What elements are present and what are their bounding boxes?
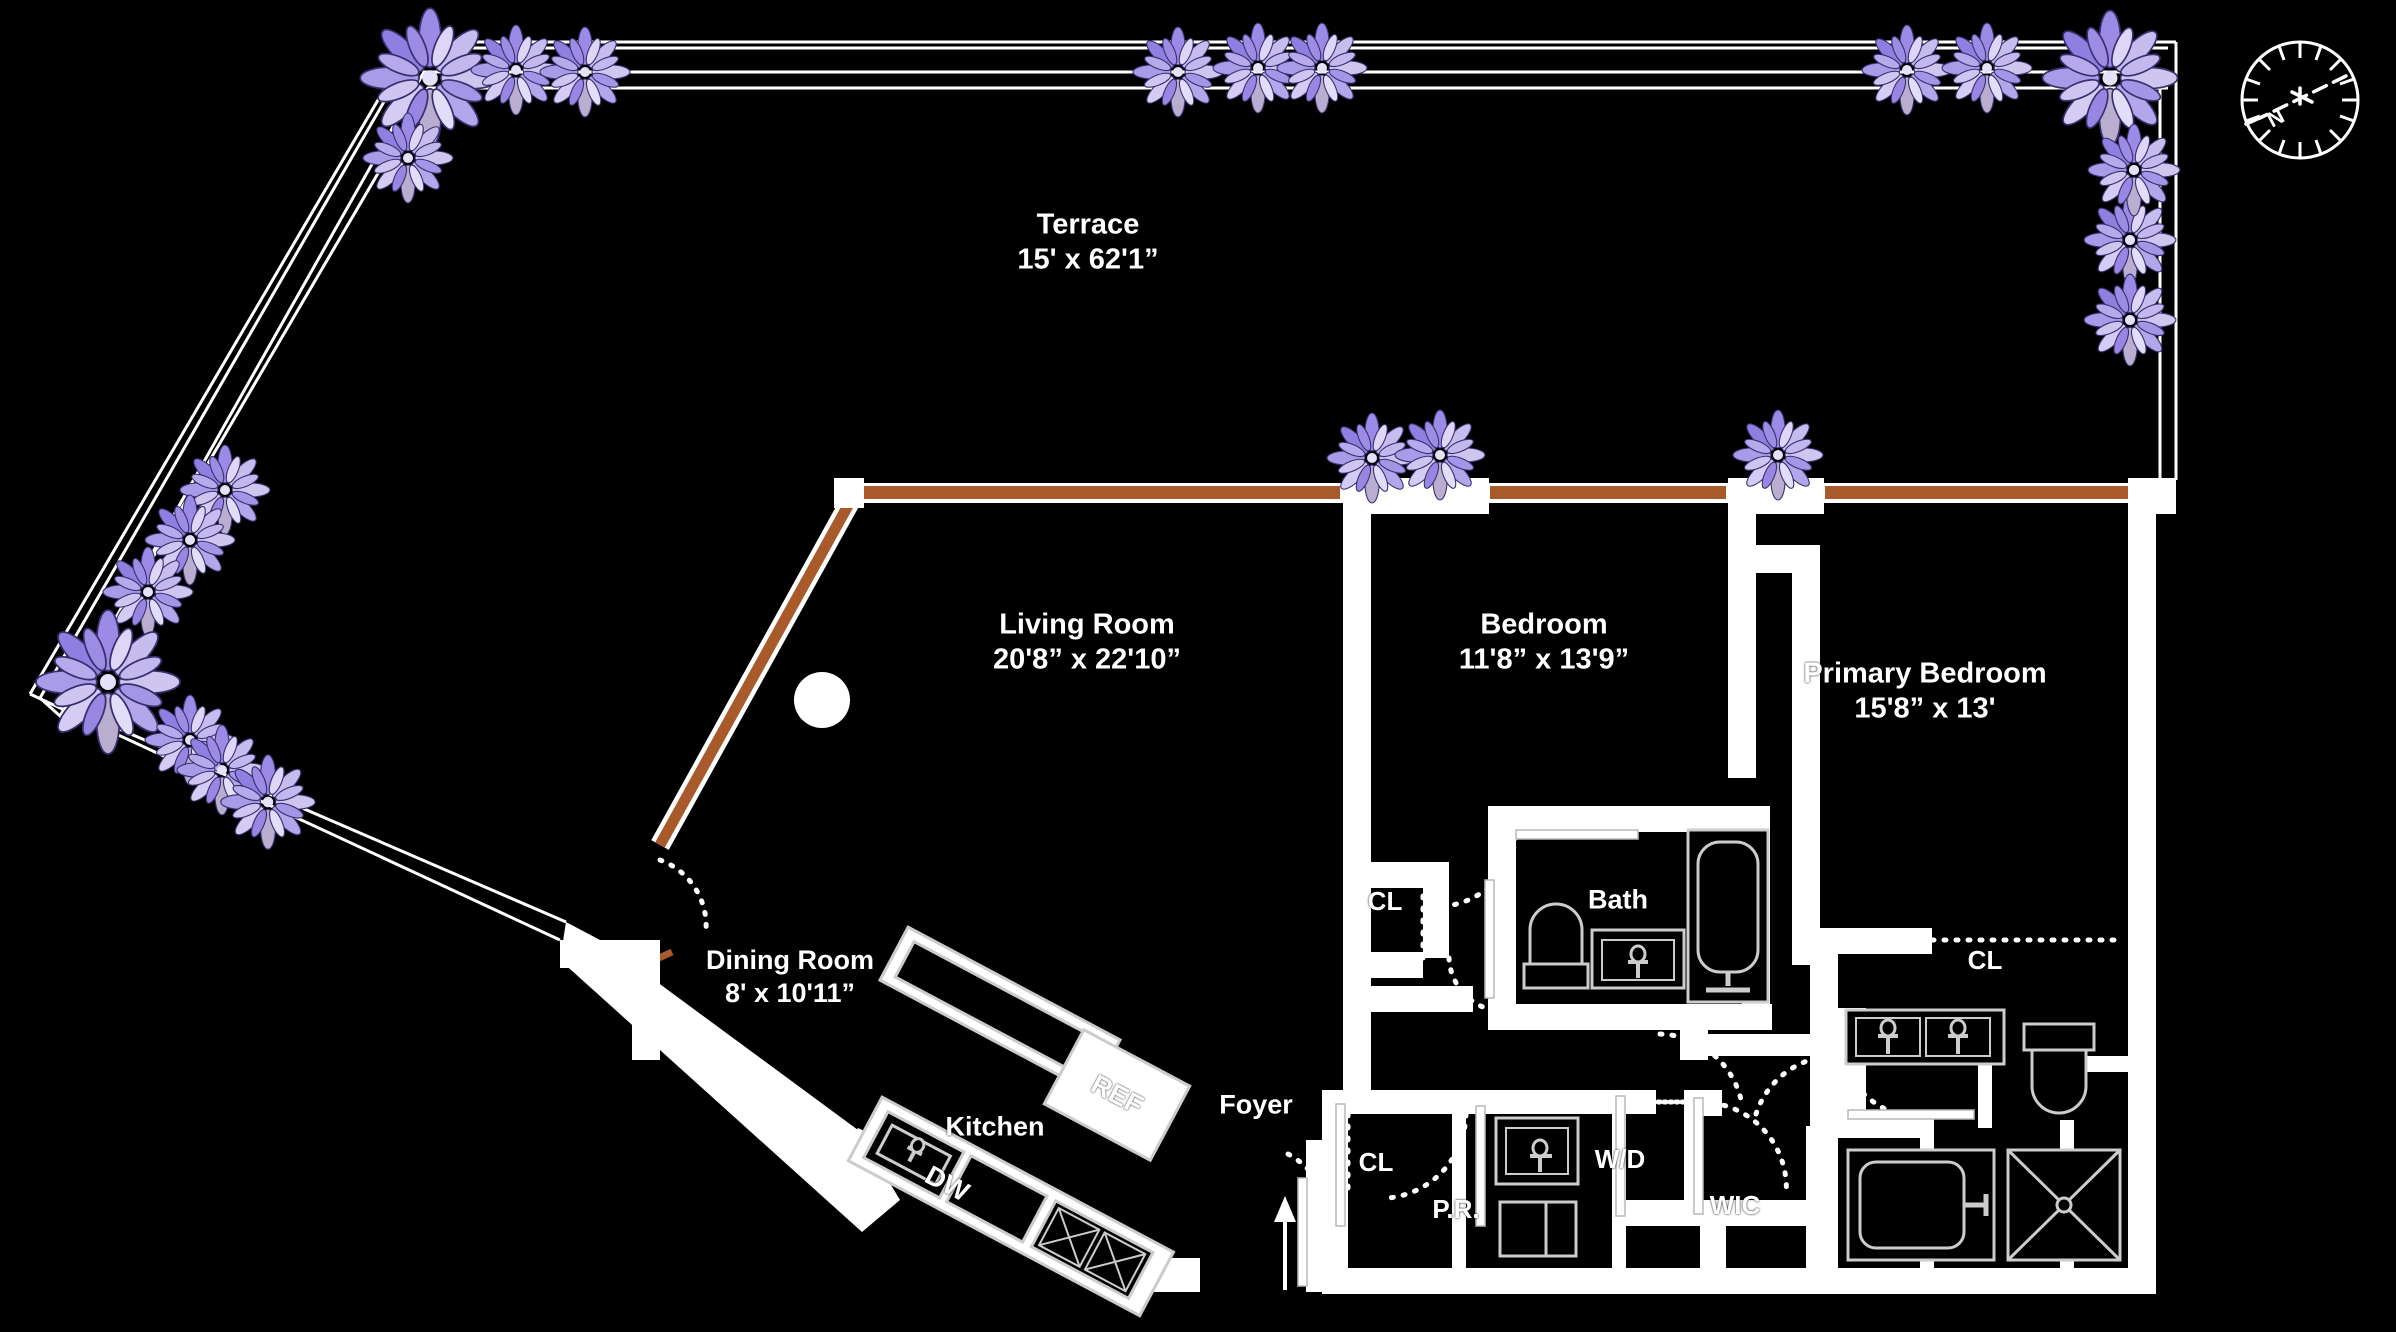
entry-arrow-icon: [1274, 1196, 1296, 1290]
primary-bath-fixtures: [1844, 1008, 2122, 1262]
fixtures-layer: [794, 672, 2122, 1318]
glass-curtain-walls: [598, 483, 2160, 989]
kitchen-range: [1029, 1198, 1155, 1301]
living-room-column: [794, 672, 850, 728]
refrigerator: [1042, 1027, 1192, 1163]
kitchen-sink: [861, 1109, 966, 1200]
door-leaves: [1297, 829, 1975, 1287]
kitchen-counter: [846, 1095, 1176, 1318]
powder-room-fixtures: [1494, 1116, 1580, 1258]
bath-fixtures: [1522, 828, 1770, 1004]
door-swings: [657, 833, 2121, 1233]
compass-rose: N: [2240, 40, 2360, 160]
